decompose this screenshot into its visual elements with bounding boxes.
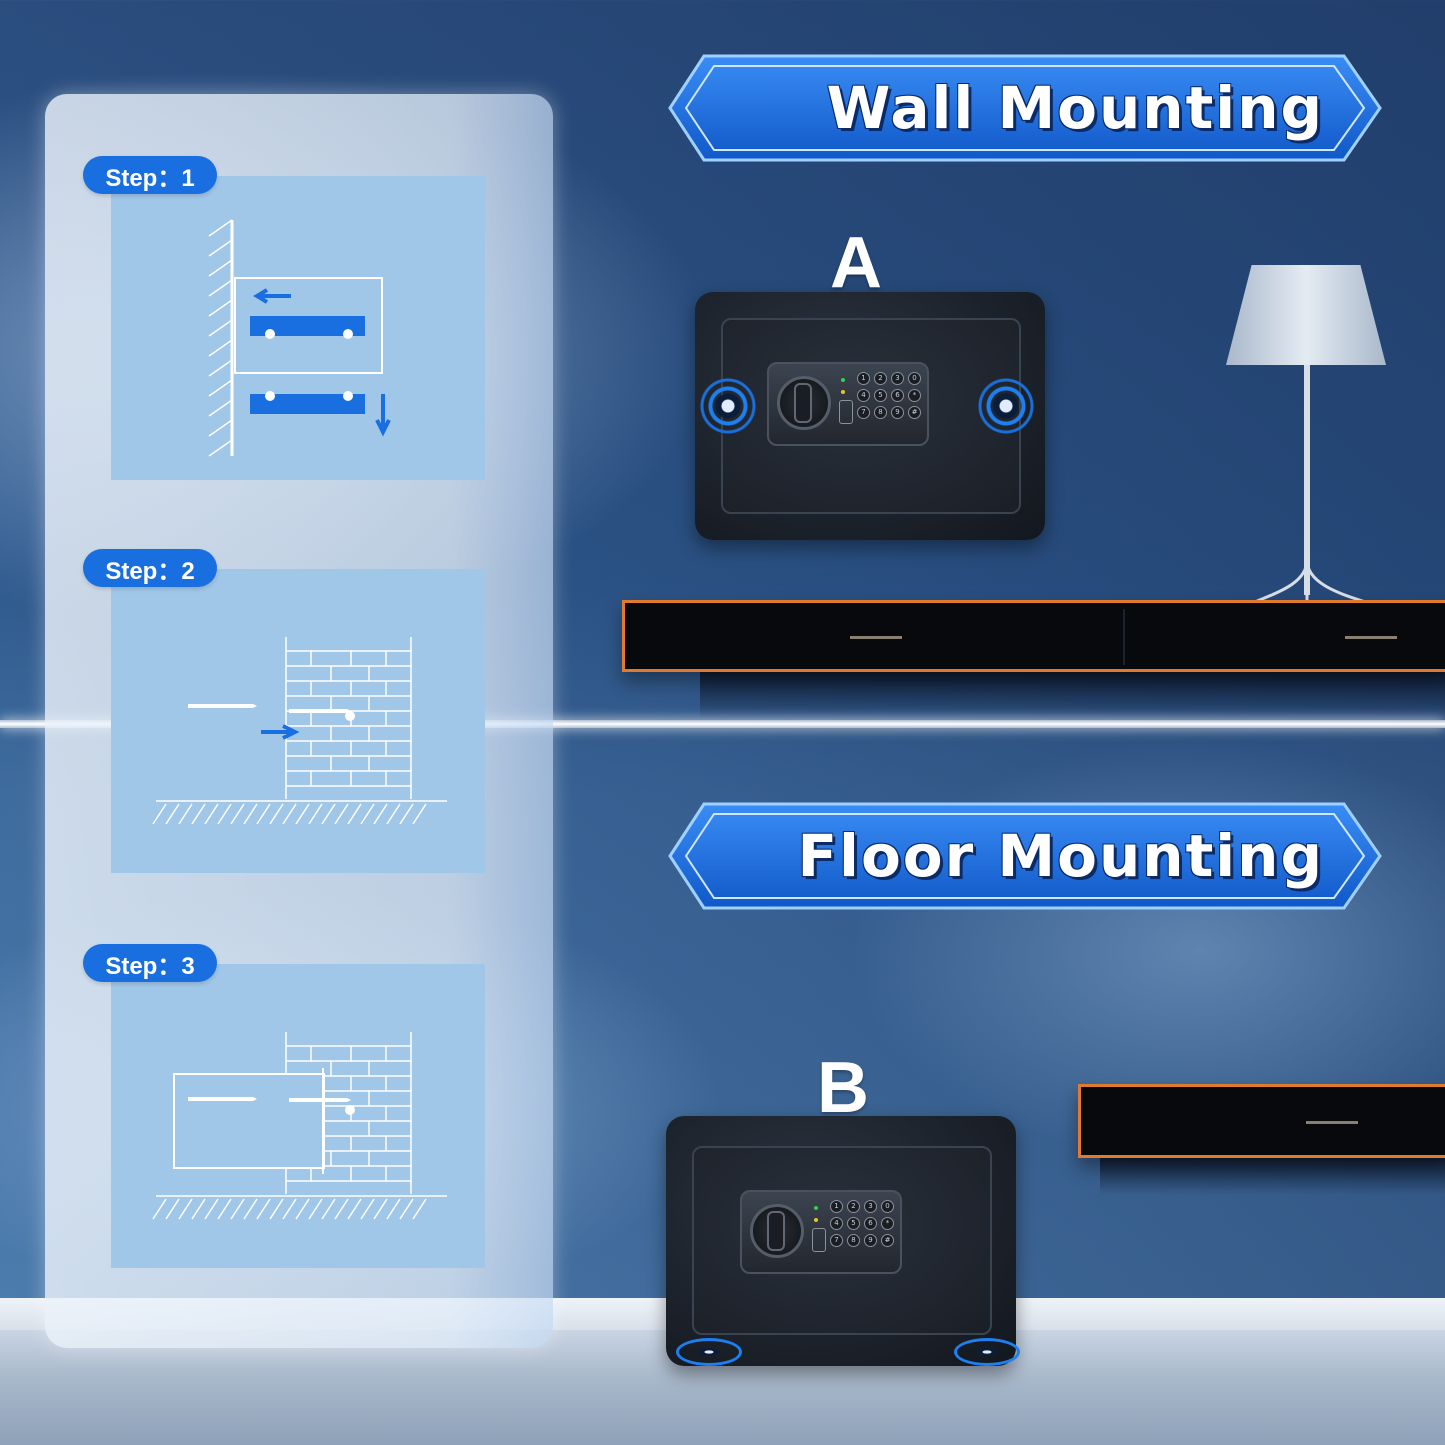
section-divider bbox=[0, 720, 1445, 728]
status-led-yellow bbox=[814, 1218, 818, 1222]
keypad-key[interactable]: # bbox=[881, 1234, 894, 1247]
status-led-green bbox=[814, 1206, 818, 1210]
drawer-divider bbox=[1123, 609, 1125, 665]
keypad-key[interactable]: 9 bbox=[891, 406, 904, 419]
step-1-illustration bbox=[208, 219, 391, 457]
keypad-key[interactable]: 2 bbox=[847, 1200, 860, 1213]
lamp-base bbox=[1254, 560, 1366, 604]
knob-handle bbox=[794, 383, 812, 423]
keypad-panel: 1 2 3 0 4 5 6 * 7 8 9 # bbox=[740, 1190, 902, 1274]
step-2-badge: Step：2 bbox=[83, 549, 217, 587]
step-2-illustration bbox=[152, 637, 447, 825]
keypad-key[interactable]: 3 bbox=[891, 372, 904, 385]
floor-safe: 1 2 3 0 4 5 6 * 7 8 9 # bbox=[666, 1116, 1020, 1366]
keypad-key[interactable]: * bbox=[881, 1217, 894, 1230]
safe-knob bbox=[777, 376, 831, 430]
shelf-shadow bbox=[1100, 1155, 1445, 1195]
keypad-key[interactable]: # bbox=[908, 406, 921, 419]
wall-safe: 1 2 3 0 4 5 6 * 7 8 9 # bbox=[695, 292, 1045, 540]
keypad-key[interactable]: 8 bbox=[847, 1234, 860, 1247]
shelf-shadow bbox=[700, 670, 1445, 720]
keypad-key[interactable]: 7 bbox=[857, 406, 870, 419]
step-3-card: Step：3 bbox=[83, 944, 485, 1268]
keypad-key[interactable]: 4 bbox=[830, 1217, 843, 1230]
safe-a-label: A bbox=[830, 223, 882, 303]
keypad: 1 2 3 0 4 5 6 * 7 8 9 # bbox=[830, 1200, 894, 1247]
wall-mounting-title: Wall Mounting bbox=[826, 74, 1324, 142]
mounting-hole-icon bbox=[699, 377, 757, 435]
installation-steps-panel: Step：1 S bbox=[45, 94, 553, 1348]
fingerprint-sensor bbox=[839, 400, 853, 424]
status-led-green bbox=[841, 378, 845, 382]
wall-shelf bbox=[622, 600, 1445, 672]
keypad-key[interactable]: 5 bbox=[874, 389, 887, 402]
keypad-key[interactable]: 6 bbox=[864, 1217, 877, 1230]
lamp-pole bbox=[1304, 365, 1310, 595]
keypad-key[interactable]: 7 bbox=[830, 1234, 843, 1247]
keypad-key[interactable]: 6 bbox=[891, 389, 904, 402]
drawer-handle bbox=[1345, 636, 1397, 639]
safe-knob bbox=[750, 1204, 804, 1258]
drawer-handle bbox=[1306, 1121, 1358, 1124]
lower-shelf bbox=[1078, 1084, 1445, 1158]
safe-b-label: B bbox=[817, 1048, 869, 1128]
floor-mounting-hole-icon bbox=[954, 1338, 1020, 1366]
keypad-key[interactable]: 5 bbox=[847, 1217, 860, 1230]
keypad-key[interactable]: 4 bbox=[857, 389, 870, 402]
step-1-card: Step：1 bbox=[83, 156, 485, 480]
floor-mounting-banner: Floor Mounting bbox=[664, 800, 1384, 912]
step-3-illustration bbox=[152, 1032, 447, 1220]
keypad-key[interactable]: 9 bbox=[864, 1234, 877, 1247]
keypad-key[interactable]: 2 bbox=[874, 372, 887, 385]
keypad-key[interactable]: 3 bbox=[864, 1200, 877, 1213]
keypad-key[interactable]: 1 bbox=[857, 372, 870, 385]
floor-mounting-hole-icon bbox=[676, 1338, 742, 1366]
keypad-key[interactable]: 8 bbox=[874, 406, 887, 419]
status-led-yellow bbox=[841, 390, 845, 394]
floor-mounting-title: Floor Mounting bbox=[797, 822, 1324, 890]
wall-mounting-banner: Wall Mounting bbox=[664, 52, 1384, 164]
keypad-key[interactable]: 0 bbox=[908, 372, 921, 385]
lamp-shade bbox=[1226, 265, 1386, 365]
step-1-badge: Step：1 bbox=[83, 156, 217, 194]
knob-handle bbox=[767, 1211, 785, 1251]
mounting-hole-icon bbox=[977, 377, 1035, 435]
step-2-card: Step：2 bbox=[83, 549, 485, 873]
keypad-key[interactable]: * bbox=[908, 389, 921, 402]
keypad-key[interactable]: 0 bbox=[881, 1200, 894, 1213]
keypad: 1 2 3 0 4 5 6 * 7 8 9 # bbox=[857, 372, 921, 419]
keypad-panel: 1 2 3 0 4 5 6 * 7 8 9 # bbox=[767, 362, 929, 446]
fingerprint-sensor bbox=[812, 1228, 826, 1252]
drawer-handle bbox=[850, 636, 902, 639]
keypad-key[interactable]: 1 bbox=[830, 1200, 843, 1213]
banner-frame bbox=[668, 54, 1382, 162]
banner-frame bbox=[668, 802, 1382, 910]
step-3-badge: Step：3 bbox=[83, 944, 217, 982]
